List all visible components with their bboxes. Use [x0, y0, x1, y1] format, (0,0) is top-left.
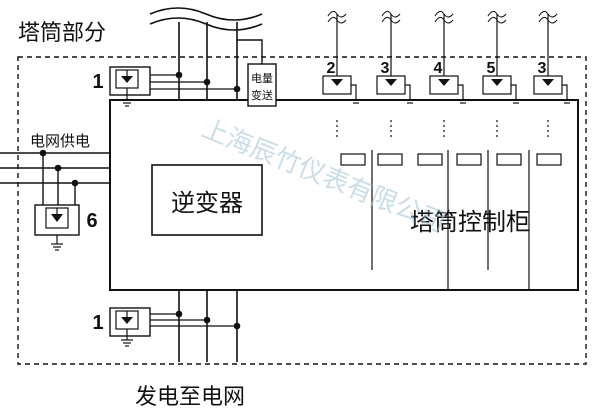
feed-to-grid-label: 发电至电网 — [135, 385, 245, 410]
protector-label-top-left: 1 — [92, 71, 103, 93]
signal-channel — [322, 10, 366, 166]
surge-protector-grid — [34, 204, 80, 251]
tower-section-boundary — [17, 56, 587, 365]
energy-meter-label-2: 变送 — [251, 88, 273, 102]
signal-channels — [322, 10, 572, 290]
control-cabinet-frame — [109, 99, 579, 291]
cabinet-label: 塔筒控制柜 — [410, 208, 530, 236]
inverter-box — [151, 164, 263, 236]
signal-protector-number: 3 — [538, 60, 547, 77]
energy-meter-box — [247, 63, 277, 107]
signal-protector-number: 2 — [327, 60, 336, 77]
surge-protector-bottom — [109, 307, 241, 347]
junction-dot — [71, 179, 79, 187]
signal-protector-number: 4 — [434, 60, 443, 77]
protector-label-grid: 6 — [86, 210, 97, 232]
signal-protector-number: 5 — [487, 60, 496, 77]
signal-channel — [371, 10, 415, 270]
junction-dot — [54, 164, 62, 172]
grid-supply-label: 电网供电 — [30, 132, 90, 150]
signal-channel — [417, 10, 468, 290]
junction-dot — [39, 149, 47, 157]
signal-channel — [456, 10, 522, 270]
energy-meter-label-1: 电量 — [251, 72, 273, 85]
protector-label-bottom-left: 1 — [92, 312, 103, 334]
signal-protector-number: 3 — [381, 60, 390, 77]
signal-channel — [528, 10, 572, 290]
grid-supply-lines — [0, 152, 110, 205]
surge-protector-top — [109, 66, 241, 107]
section-title: 塔筒部分 — [18, 21, 106, 46]
inverter-label: 逆变器 — [171, 189, 243, 217]
